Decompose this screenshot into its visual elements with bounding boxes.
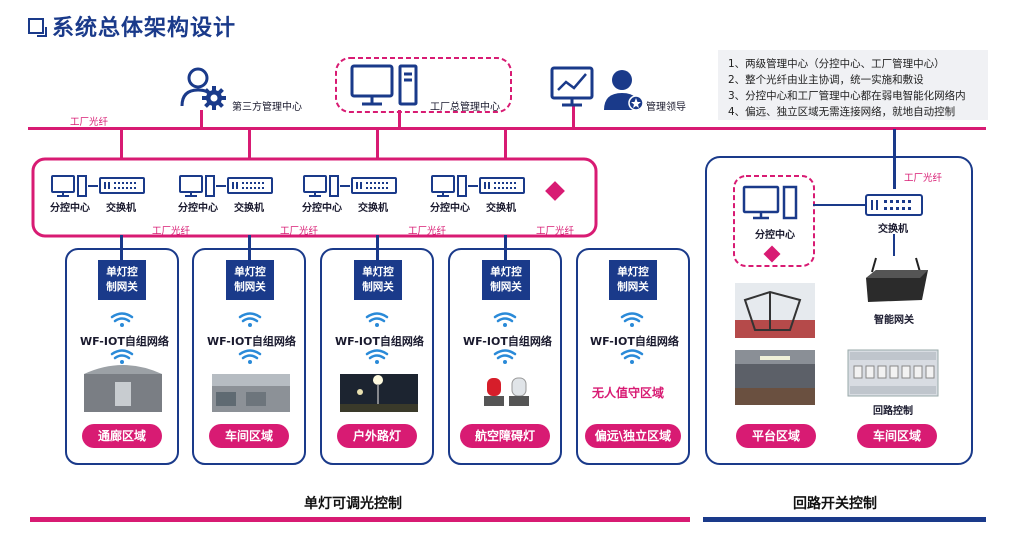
zone-1-name: 通廊区域 (82, 424, 162, 448)
sub-center-devices-2 (179, 175, 273, 197)
wifi-icon-lower (110, 349, 134, 364)
leader-person-icon (604, 70, 644, 111)
zone-frame-5 (576, 248, 690, 465)
monitor-chart-icon (550, 66, 594, 107)
zone-3-network: WF-IOT自组网络 (335, 335, 424, 348)
right-fiber-label: 工厂光纤 (904, 173, 943, 184)
switch-label-4: 交换机 (486, 203, 516, 214)
title-area: 系统总体架构设计 (28, 10, 236, 42)
switch-label-2: 交换机 (234, 203, 264, 214)
wifi-icon (110, 312, 134, 327)
zone-frame-2 (192, 248, 306, 465)
fiber-label-4: 工厂光纤 (536, 226, 575, 237)
sub-center-label-4: 分控中心 (430, 203, 470, 214)
right-zone-2-name: 车间区域 (857, 424, 937, 448)
sub-center-devices-3 (303, 175, 397, 197)
bottom-bar-right (703, 517, 986, 522)
zone-2-gateway: 单灯控制网关 (226, 260, 274, 300)
bottom-left-label: 单灯可调光控制 (304, 496, 402, 512)
zone-4-network: WF-IOT自组网络 (463, 335, 552, 348)
zone-frame-3 (320, 248, 434, 465)
right-center-frame (733, 175, 815, 267)
zone-1-network: WF-IOT自组网络 (80, 335, 169, 348)
right-diamond-marker (763, 245, 781, 263)
right-switch-icon (865, 194, 923, 216)
factory-center-label: 工厂总管理中心 (430, 102, 500, 113)
zone-3-gateway: 单灯控制网关 (354, 260, 402, 300)
right-computer-icon (742, 185, 798, 220)
page-title: 系统总体架构设计 (52, 16, 237, 41)
zone-5-network: WF-IOT自组网络 (590, 335, 679, 348)
right-zone-1-name: 平台区域 (736, 424, 816, 448)
factory-center-frame (335, 57, 512, 113)
street-light-photo (340, 374, 418, 412)
sub-center-devices-1 (51, 175, 145, 197)
fiber-label-2: 工厂光纤 (280, 226, 319, 237)
third-party-label: 第三方管理中心 (232, 102, 302, 113)
aviation-obstacle-light-icon (484, 377, 529, 406)
workshop-photo (212, 374, 290, 412)
switch-label-3: 交换机 (358, 203, 388, 214)
platform-photo (735, 283, 815, 338)
zone-4-name: 航空障碍灯 (460, 424, 550, 448)
zone-frame-4 (448, 248, 562, 465)
note-1: 1、两级管理中心（分控中心、工厂管理中心） (728, 58, 945, 70)
smart-gateway-router-icon (866, 257, 928, 302)
bottom-right-label: 回路开关控制 (793, 496, 877, 512)
right-center-label: 分控中心 (755, 230, 795, 241)
title-square-icon (28, 18, 47, 37)
switch-label-1: 交换机 (106, 203, 136, 214)
zone-2-name: 车间区域 (209, 424, 289, 448)
main-fiber-line (28, 127, 986, 130)
zone-3-name: 户外路灯 (337, 424, 417, 448)
sub-center-label-2: 分控中心 (178, 203, 218, 214)
note-3: 3、分控中心和工厂管理中心都在弱电智能化网络内 (728, 90, 966, 102)
gear-icon (202, 86, 226, 110)
zone-2-network: WF-IOT自组网络 (207, 335, 296, 348)
notes-panel: 1、两级管理中心（分控中心、工厂管理中心） 2、整个光纤由业主协调，统一实施和敷… (718, 50, 988, 120)
sub-center-devices-4 (431, 175, 525, 197)
loop-control-label: 回路控制 (873, 406, 913, 417)
zone-5-name: 偏远\独立区域 (585, 424, 681, 448)
fiber-label-3: 工厂光纤 (408, 226, 447, 237)
zone-4-gateway: 单灯控制网关 (482, 260, 530, 300)
smart-gateway-label: 智能网关 (874, 315, 914, 326)
bottom-bar-left (30, 517, 690, 522)
sub-center-label-3: 分控中心 (302, 203, 342, 214)
zone-5-unattended: 无人值守区域 (592, 386, 665, 400)
note-4: 4、偏远、独立区域无需连接网络，就地自动控制 (728, 106, 956, 118)
zone-frame-1 (65, 248, 179, 465)
right-switch-label: 交换机 (878, 224, 908, 235)
factory-computer-icon (350, 64, 418, 106)
note-2: 2、整个光纤由业主协调，统一实施和敷设 (728, 74, 924, 86)
sub-center-label-1: 分控中心 (50, 203, 90, 214)
zone-5-gateway: 单灯控制网关 (609, 260, 657, 300)
zone-1-gateway: 单灯控制网关 (98, 260, 146, 300)
leader-label: 管理领导 (646, 102, 686, 113)
diamond-marker (545, 181, 565, 201)
loop-control-module-icon (847, 349, 939, 397)
main-fiber-label: 工厂光纤 (70, 117, 109, 128)
sub-control-frame (31, 157, 598, 238)
corridor-photo (84, 365, 162, 412)
loop-control-frame (705, 156, 973, 465)
fiber-label-1: 工厂光纤 (152, 226, 191, 237)
workshop-photo-right (735, 350, 815, 405)
